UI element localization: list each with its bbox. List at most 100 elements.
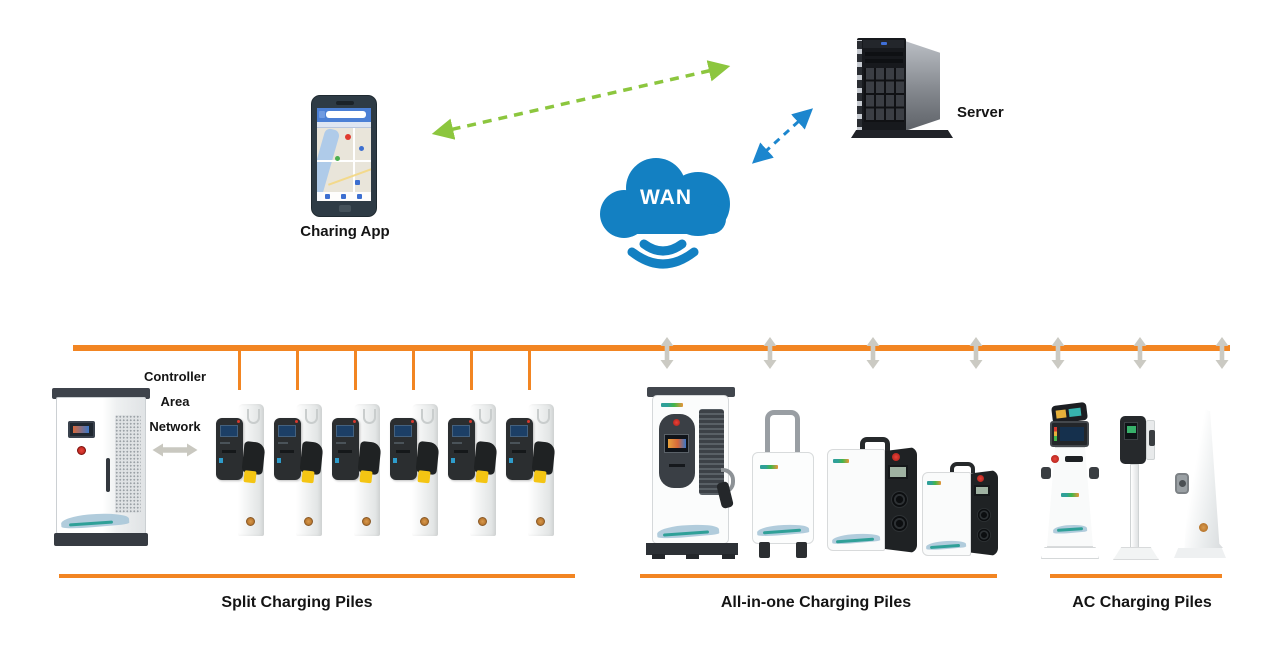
split-charging-pile	[388, 404, 444, 536]
server-logo-strip	[863, 40, 904, 48]
cabinet-vent-grille	[115, 415, 141, 513]
double-arrow-vertical-icon	[866, 337, 880, 369]
gun-nozzle	[533, 470, 547, 484]
station-foot	[652, 554, 665, 559]
pile-indicator	[393, 458, 397, 463]
cabinet-body	[56, 397, 146, 534]
ac1-main-screen	[1050, 421, 1089, 447]
bus-device-arrows-ac	[1051, 337, 1229, 369]
wan-cloud: WAN	[596, 158, 736, 270]
server-tower	[851, 38, 953, 138]
pile-cable-hook	[537, 409, 550, 424]
server-drive-bays	[864, 68, 904, 122]
pile-led	[469, 420, 472, 423]
gun-nozzle	[243, 470, 257, 484]
pile-cable-hook	[363, 409, 376, 424]
station-vent-grille	[699, 409, 724, 495]
ac3-connector	[1199, 523, 1208, 532]
trolley-portable-charger	[752, 410, 814, 558]
pile-screen	[452, 425, 470, 437]
double-arrow-vertical-icon	[1133, 337, 1147, 369]
station-body	[652, 395, 735, 544]
split-section-underline	[59, 574, 575, 578]
server-front-panel	[857, 38, 906, 134]
map-nav-bar	[317, 192, 371, 201]
gun-nozzle	[417, 470, 431, 484]
ac-pile-slim-tower	[1171, 407, 1229, 558]
server-optical-bay	[865, 52, 903, 56]
ac-pile-pole-wallbox	[1111, 414, 1165, 560]
split-pile-row	[214, 404, 560, 536]
bus-drop-line	[470, 351, 473, 390]
signal-arc-outer	[627, 247, 699, 269]
pile-cable-hook	[479, 409, 492, 424]
pile-connector	[362, 517, 371, 526]
phone-home-button	[339, 205, 351, 212]
pile-connector	[536, 517, 545, 526]
gun-nozzle	[359, 470, 373, 484]
cabinet-screen	[68, 421, 95, 438]
pile-card-slot	[280, 450, 294, 453]
cabinet-door-handle	[106, 458, 110, 492]
map-header-bar	[317, 108, 371, 122]
pile-led	[295, 420, 298, 423]
map-road	[353, 128, 355, 192]
allinone-dc-station	[646, 387, 738, 559]
pile-indicator	[509, 458, 513, 463]
ac1-side-knob	[1041, 467, 1051, 479]
split-charging-pile	[272, 404, 328, 536]
allinone-section-underline	[640, 574, 997, 578]
pile-control-unit	[390, 418, 417, 480]
ac-section-label: AC Charging Piles	[1072, 594, 1212, 611]
pile-connector	[420, 517, 429, 526]
ac1-side-knob	[1089, 467, 1099, 479]
cabinet-emergency-button	[77, 446, 86, 455]
ac3-gun-dock	[1175, 473, 1189, 494]
case-side-panel	[883, 447, 917, 553]
pile-indicator	[452, 442, 462, 444]
map-nav-icon	[341, 194, 346, 199]
double-arrow-vertical-icon	[1215, 337, 1229, 369]
trolley-handle	[765, 410, 800, 458]
bus-drop-lines	[238, 351, 531, 390]
pile-card-slot	[338, 450, 352, 453]
pile-card-slot	[512, 450, 526, 453]
ac1-emergency-button	[1051, 455, 1059, 463]
split-charging-pile	[330, 404, 386, 536]
pile-led	[353, 420, 356, 423]
case-fan	[891, 515, 908, 532]
portable-charger-large	[827, 437, 917, 559]
ac1-card-slot	[1065, 456, 1083, 462]
can-label: Controller Area Network	[125, 364, 225, 439]
bus-drop-line	[528, 351, 531, 390]
pile-indicator	[336, 442, 346, 444]
server-rail	[857, 40, 862, 132]
bus-drop-line	[412, 351, 415, 390]
station-screen	[664, 434, 689, 453]
case-fan	[977, 528, 991, 542]
pile-indicator	[335, 458, 339, 463]
gun-nozzle	[475, 470, 489, 484]
server-logo-icon	[881, 42, 887, 45]
case-handle	[950, 462, 975, 473]
brand-logo	[1061, 493, 1079, 497]
pile-screen	[278, 425, 296, 437]
split-section-label: Split Charging Piles	[221, 594, 373, 611]
brand-swoosh	[60, 511, 130, 530]
can-label-line2: Area	[160, 394, 190, 409]
station-foot	[722, 554, 735, 559]
map-search-bar	[326, 111, 366, 118]
map-pin-icon	[335, 156, 340, 161]
brand-logo	[760, 465, 778, 469]
ac2-screen	[1124, 422, 1138, 440]
pile-charging-gun	[357, 440, 382, 484]
phone-map-screen	[317, 108, 371, 201]
pile-charging-gun	[531, 440, 556, 484]
can-label-line3: Network	[149, 419, 201, 434]
case-front-panel	[827, 449, 885, 551]
map-pin-icon	[345, 134, 351, 140]
charging-app-label: Charing App	[300, 223, 390, 240]
station-panel	[659, 414, 695, 488]
server-label: Server	[957, 104, 1004, 121]
wan-label: WAN	[640, 186, 692, 209]
